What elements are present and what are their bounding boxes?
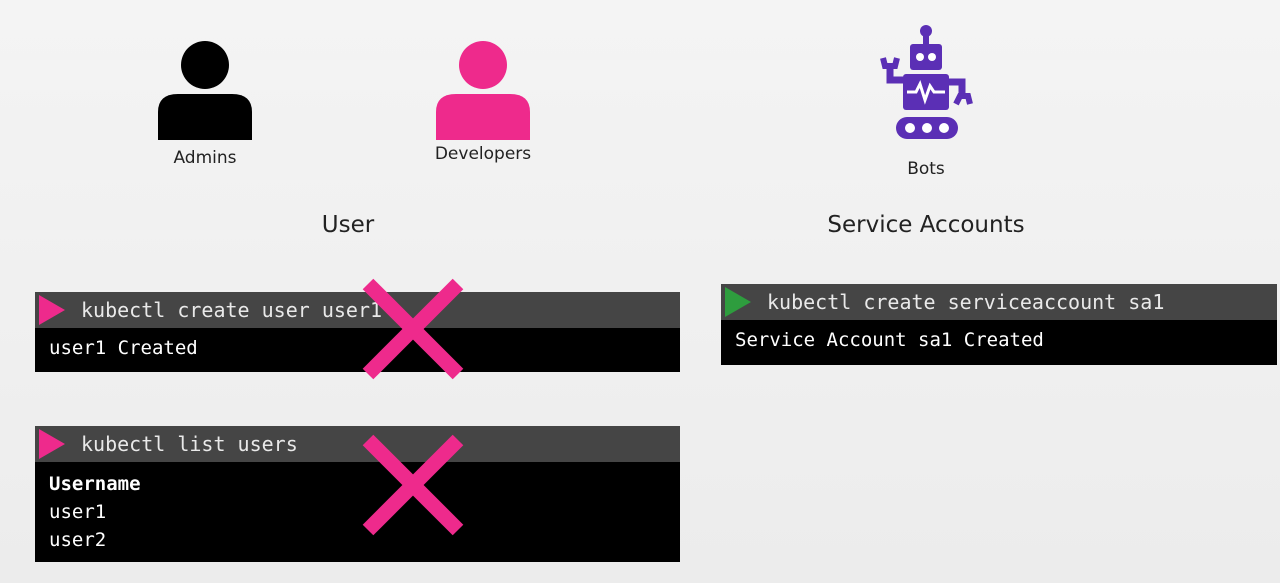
terminal-output: Username user1 user2 [35,462,680,562]
cross-mark-icon [362,278,464,380]
developers-label: Developers [434,144,532,164]
output-header: Username [49,473,141,495]
output-line: user1 [49,501,107,523]
output-line: user1 Created [49,337,198,359]
play-icon [725,287,751,317]
admins-label: Admins [173,148,237,168]
bots-label: Bots [907,159,945,179]
terminal-command-bar: kubectl create user user1 [35,292,680,328]
command-text: kubectl create serviceaccount sa1 [767,290,1165,314]
terminal-output: Service Account sa1 Created [721,320,1277,365]
terminal-command-bar: kubectl list users [35,426,680,462]
play-icon [39,429,65,459]
robot-icon [880,25,973,139]
play-icon [39,295,65,325]
user-heading: User [321,212,375,238]
cross-mark-icon [362,434,464,536]
terminal-create-user: kubectl create user user1 user1 Created [35,292,680,372]
admin-user-icon [158,41,252,140]
terminal-command-bar: kubectl create serviceaccount sa1 [721,284,1277,320]
developer-user-icon [436,41,530,140]
terminal-create-serviceaccount: kubectl create serviceaccount sa1 Servic… [721,284,1277,365]
terminal-output: user1 Created [35,328,680,372]
terminal-list-users: kubectl list users Username user1 user2 [35,426,680,562]
output-line: user2 [49,529,107,551]
service-accounts-heading: Service Accounts [827,212,1025,238]
output-line: Service Account sa1 Created [735,329,1044,351]
command-text: kubectl list users [81,432,298,456]
command-text: kubectl create user user1 [81,298,383,322]
